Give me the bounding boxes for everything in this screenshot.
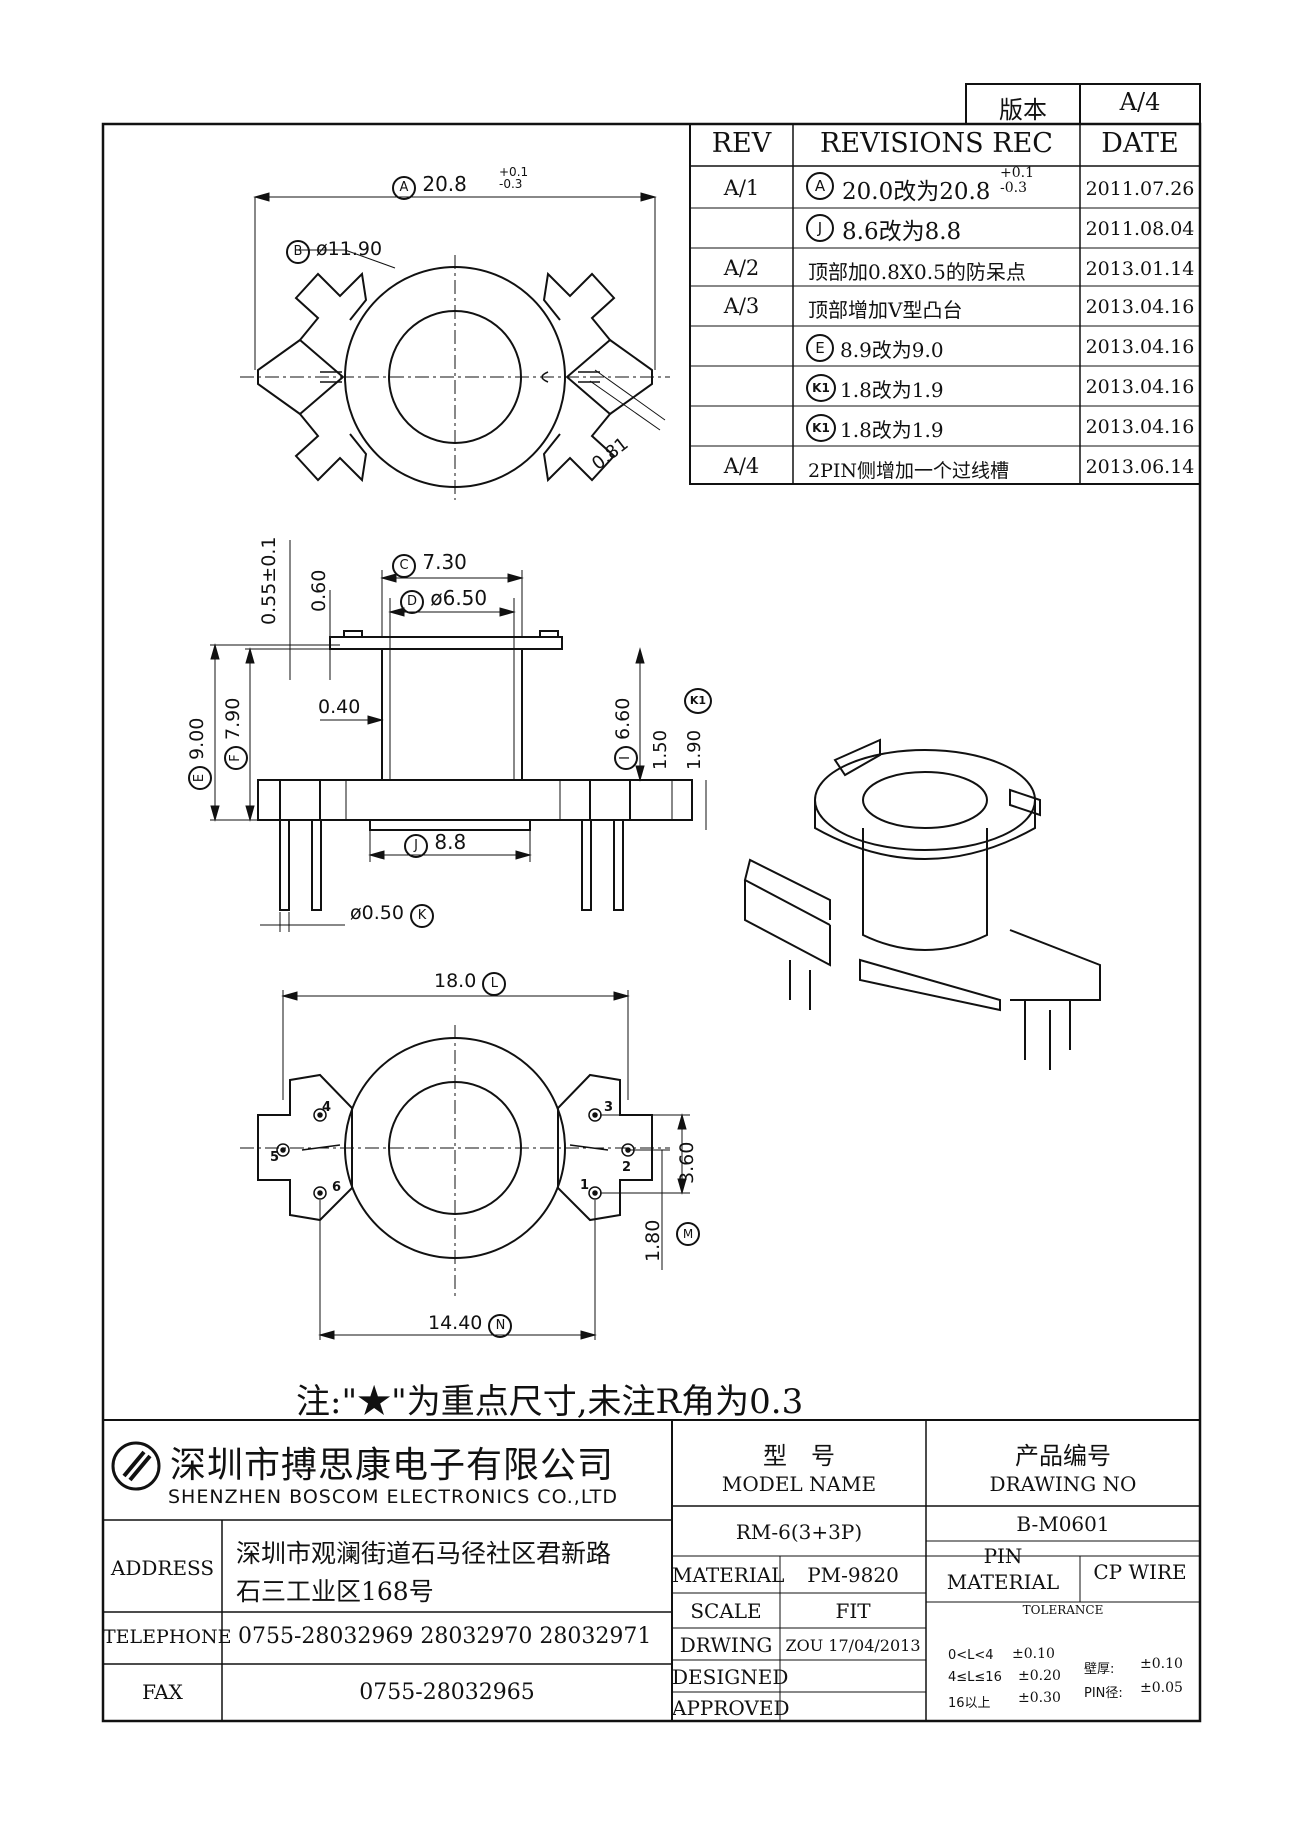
drwing-value: ZOU 17/04/2013 [785, 1636, 921, 1655]
model-label-en: MODEL NAME [721, 1472, 877, 1496]
pin-tolerance-value: ±0.05 [1140, 1680, 1183, 1696]
rev-mark-circle: A [806, 172, 834, 200]
bore-dim: D ø6.50 [400, 586, 487, 614]
material-label: MATERIAL [672, 1563, 785, 1587]
pin-span2-dim: 1.80 [642, 1219, 664, 1262]
rev-date: 2011.08.04 [1085, 218, 1195, 240]
address-line1: 深圳市观澜街道石马径社区君新路 [236, 1539, 612, 1568]
pin-material-value: CP WIRE [1093, 1560, 1187, 1584]
rev-text: 顶部加0.8X0.5的防呆点 [808, 260, 1026, 284]
rev-text: 2PIN侧增加一个过线槽 [808, 460, 1010, 482]
pin-label-5: 5 [270, 1150, 280, 1165]
rev-header: REV [711, 128, 772, 159]
rev-code: A/3 [723, 294, 760, 318]
pin-span-dim: 3.60 [676, 1141, 698, 1184]
rev-date: 2013.04.16 [1085, 336, 1195, 358]
pin-label-3: 3 [604, 1100, 614, 1115]
company-logo [111, 1441, 161, 1491]
telephone-value: 0755-28032969 28032970 28032971 [238, 1624, 652, 1649]
pin-label-6: 6 [332, 1180, 342, 1195]
top-width-dim: A 20.8 [392, 172, 467, 200]
bottom-width-dim: 18.0 L [434, 970, 507, 996]
top-width-tol: +0.1-0.3 [499, 165, 529, 191]
approved-label: APPROVED [672, 1696, 790, 1720]
rev-text: 1.8改为1.9 [840, 418, 944, 442]
rev-mark-circle: K1 [806, 374, 836, 402]
scale-label: SCALE [690, 1599, 762, 1623]
version-label: 版本 [999, 96, 1047, 124]
tolerance-value: ±0.20 [1018, 1668, 1061, 1684]
fax-label: FAX [142, 1680, 183, 1704]
address-label: ADDRESS [110, 1556, 215, 1580]
rev-tolerance: +0.1-0.3 [1000, 165, 1034, 196]
tolerance-range: 0<L<4 [948, 1648, 994, 1663]
rev-date: 2013.04.16 [1085, 376, 1195, 398]
tolerance-range: 16以上 [948, 1696, 991, 1711]
model-label-cn: 型 号 [763, 1442, 835, 1470]
base-width-dim: J 8.8 [404, 830, 466, 858]
rev-date: 2013.06.14 [1085, 456, 1195, 478]
wall-tolerance-label: 壁厚: [1084, 1662, 1115, 1677]
company-name-cn: 深圳市搏思康电子有限公司 [170, 1445, 615, 1486]
rev-text: 20.0改为20.8 [842, 179, 991, 205]
rev-date: 2011.07.26 [1085, 178, 1195, 200]
rev-date: 2013.04.16 [1085, 296, 1195, 318]
address-line2: 石三工业区168号 [236, 1577, 434, 1606]
rev-date: 2013.01.14 [1085, 258, 1195, 280]
wall-dim: 0.40 [318, 696, 361, 718]
pin-span2-mark: M [676, 1222, 700, 1246]
top-dia-dim: B ø11.90 [286, 238, 382, 264]
pin-label-2: 2 [622, 1160, 632, 1175]
pin-label-1: 1 [580, 1178, 590, 1193]
rev-text: 8.6改为8.8 [842, 219, 962, 245]
drawing-note: 注:"★"为重点尺寸,未注R角为0.3 [296, 1382, 804, 1422]
scale-value: FIT [835, 1599, 871, 1623]
rev-text: 1.8改为1.9 [840, 378, 944, 402]
rev-code: A/1 [723, 176, 760, 200]
wall-tolerance-value: ±0.10 [1140, 1656, 1183, 1672]
pin-label-4: 4 [322, 1100, 332, 1115]
rev-code: A/2 [723, 256, 760, 280]
model-value: RM-6(3+3P) [735, 1520, 863, 1544]
version-value: A/4 [1119, 88, 1161, 116]
pin-material-label2: MATERIAL [946, 1570, 1060, 1594]
rev-mark-circle: J [806, 214, 834, 242]
h190-mark: K1 [684, 688, 712, 714]
drawing-label-cn: 产品编号 [1015, 1442, 1111, 1470]
fax-value: 0755-28032965 [359, 1680, 535, 1705]
rev-mark-circle: E [806, 334, 834, 362]
company-name-en: SHENZHEN BOSCOM ELECTRONICS CO.,LTD [168, 1486, 619, 1508]
rev-text: 8.9改为9.0 [840, 338, 944, 362]
drawing-value: B-M0601 [1016, 1512, 1110, 1536]
telephone-label: TELEPHONE [103, 1626, 232, 1648]
rev-date: 2013.04.16 [1085, 416, 1195, 438]
drwing-label: DRWING [679, 1633, 773, 1657]
flange-width-dim: C 7.30 [392, 550, 467, 578]
rev-mark-circle: K1 [806, 414, 836, 442]
tolerance-value: ±0.10 [1012, 1646, 1055, 1662]
designed-label: DESIGNED [672, 1665, 789, 1689]
material-value: PM-9820 [807, 1563, 899, 1587]
tolerance-range: 4≤L≤16 [948, 1670, 1002, 1685]
pin-row-dim: 14.40 N [428, 1312, 513, 1338]
drawing-label-en: DRAWING NO [989, 1472, 1137, 1496]
tolerance-value: ±0.30 [1018, 1690, 1061, 1706]
pin-dia-dim: ø0.50 K [350, 902, 434, 928]
rev-text: 顶部增加V型凸台 [808, 298, 963, 322]
rev-code: A/4 [723, 454, 760, 478]
tolerance-label: TOLERANCE [1022, 1603, 1104, 1617]
pin-tolerance-label: PIN径: [1084, 1686, 1123, 1701]
date-header: DATE [1101, 128, 1179, 159]
revisions-rec-header: REVISIONS REC [820, 128, 1053, 159]
pin-material-label1: PIN [983, 1544, 1023, 1568]
